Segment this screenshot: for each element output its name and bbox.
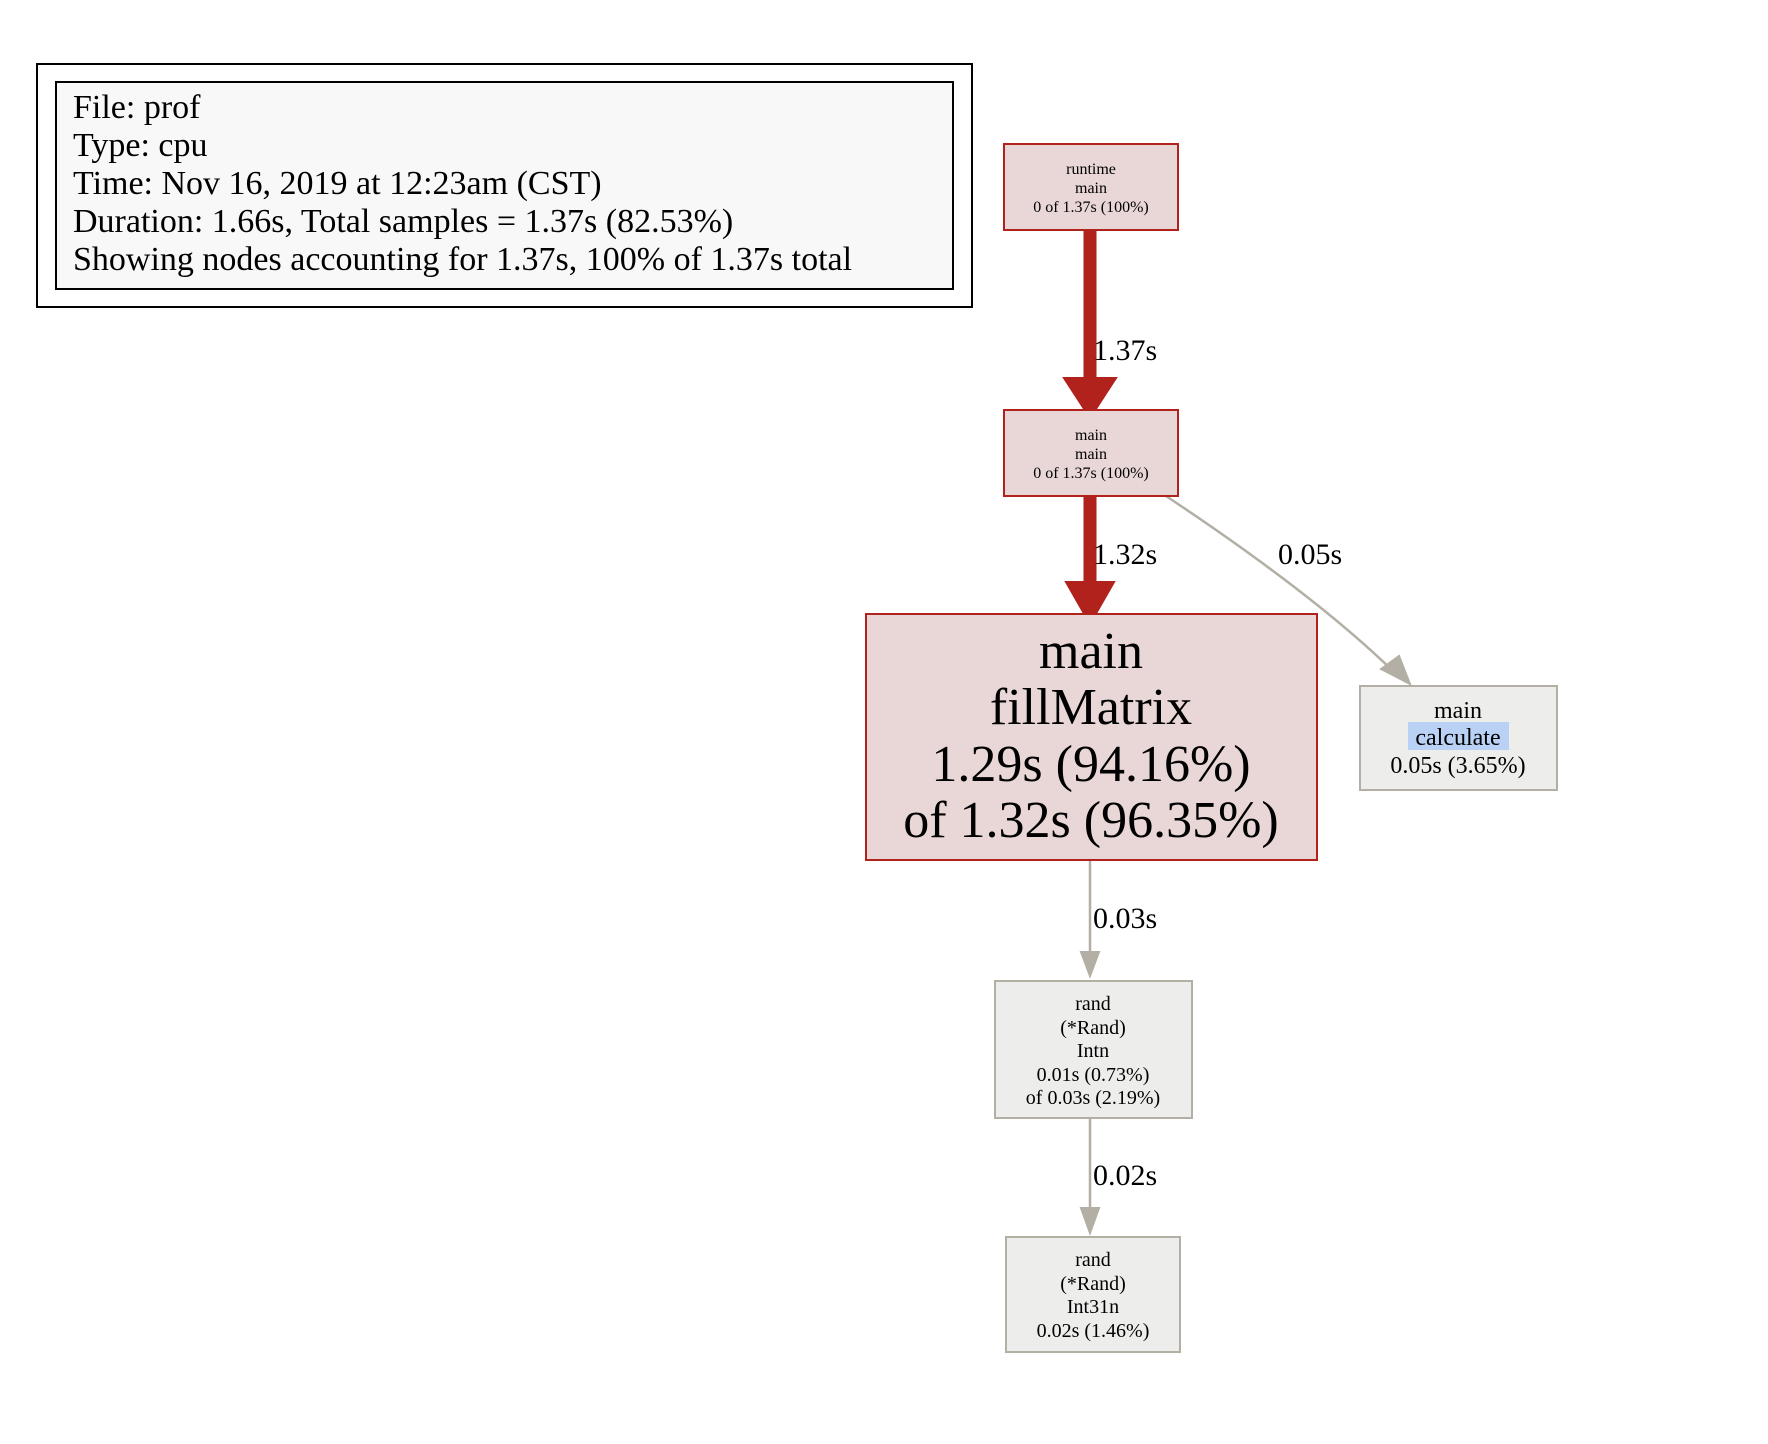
node-label-function: main [1075,446,1107,463]
legend-box: File: prof Type: cpu Time: Nov 16, 2019 … [36,63,973,308]
edge-label: 1.37s [1093,334,1157,367]
edge-fillMatrix-to-Intn[interactable]: 0.03s [1079,860,1157,979]
edge-label: 0.03s [1093,902,1157,935]
node-label-cost: 0 of 1.37s (100%) [1033,465,1149,482]
node-label-function: calculate [1415,725,1500,751]
edge-arrowhead [1079,951,1101,979]
legend-showing: Showing nodes accounting for 1.37s, 100%… [73,241,853,278]
node-label-cost: 0 of 1.37s (100%) [1033,199,1149,216]
node-label-flat-cost: 1.29s (94.16%) [931,736,1250,793]
edge-arrowhead [1064,581,1116,627]
node-label-function: Intn [1077,1040,1109,1062]
edge-label: 1.32s [1093,538,1157,571]
edge-label: 0.02s [1093,1159,1157,1192]
edge-line [1162,492,1394,672]
node-label-package: rand [1075,993,1111,1015]
node-label-receiver: (*Rand) [1060,1273,1126,1295]
legend-type: Type: cpu [73,127,208,164]
node-main-fillMatrix[interactable]: main fillMatrix 1.29s (94.16%) of 1.32s … [865,613,1318,861]
node-label-cum-cost: of 0.03s (2.19%) [1026,1087,1160,1109]
legend-inner-box: File: prof Type: cpu Time: Nov 16, 2019 … [55,81,954,290]
node-box [865,613,1318,861]
edge-Intn-to-Int31n[interactable]: 0.02s [1079,1116,1157,1236]
node-main-calculate[interactable]: main calculate 0.05s (3.65%) [1359,685,1558,791]
search-highlight [1408,722,1509,750]
node-label-package: rand [1075,1249,1111,1271]
node-label-function: fillMatrix [990,679,1192,736]
legend-time: Time: Nov 16, 2019 at 12:23am (CST) [73,165,602,202]
node-label-flat-cost: 0.01s (0.73%) [1037,1064,1150,1086]
node-box [1003,409,1179,497]
node-label-function: Int31n [1067,1296,1119,1318]
edge-runtime-to-main[interactable]: 1.37s [1062,230,1157,420]
node-label-package: main [1075,427,1107,444]
node-runtime-main[interactable]: runtime main 0 of 1.37s (100%) [1003,143,1179,231]
node-box [1005,1236,1181,1353]
legend-duration: Duration: 1.66s, Total samples = 1.37s (… [73,203,734,240]
node-rand-Intn[interactable]: rand (*Rand) Intn 0.01s (0.73%) of 0.03s… [994,980,1193,1119]
node-box [994,980,1193,1119]
edge-main-to-calculate[interactable]: 0.05s [1162,492,1412,687]
node-label-receiver: (*Rand) [1060,1017,1126,1039]
edge-arrowhead [1379,654,1412,687]
node-label-cum-cost: of 1.32s (96.35%) [903,792,1279,849]
node-label-package: main [1039,623,1143,680]
node-box [1003,143,1179,231]
edge-main-to-fillMatrix[interactable]: 1.32s [1064,496,1157,627]
node-label-cost: 0.05s (3.65%) [1390,753,1525,779]
node-label-function: main [1075,180,1107,197]
node-label-cost: 0.02s (1.46%) [1037,1320,1150,1342]
node-label-package: main [1434,698,1482,724]
legend-file: File: prof [73,89,201,126]
edge-arrowhead [1079,1207,1101,1236]
edge-label: 0.05s [1278,538,1342,571]
edge-arrowhead [1062,377,1118,420]
node-main-main[interactable]: main main 0 of 1.37s (100%) [1003,409,1179,497]
node-rand-Int31n[interactable]: rand (*Rand) Int31n 0.02s (1.46%) [1005,1236,1181,1353]
node-label-package: runtime [1066,161,1116,178]
